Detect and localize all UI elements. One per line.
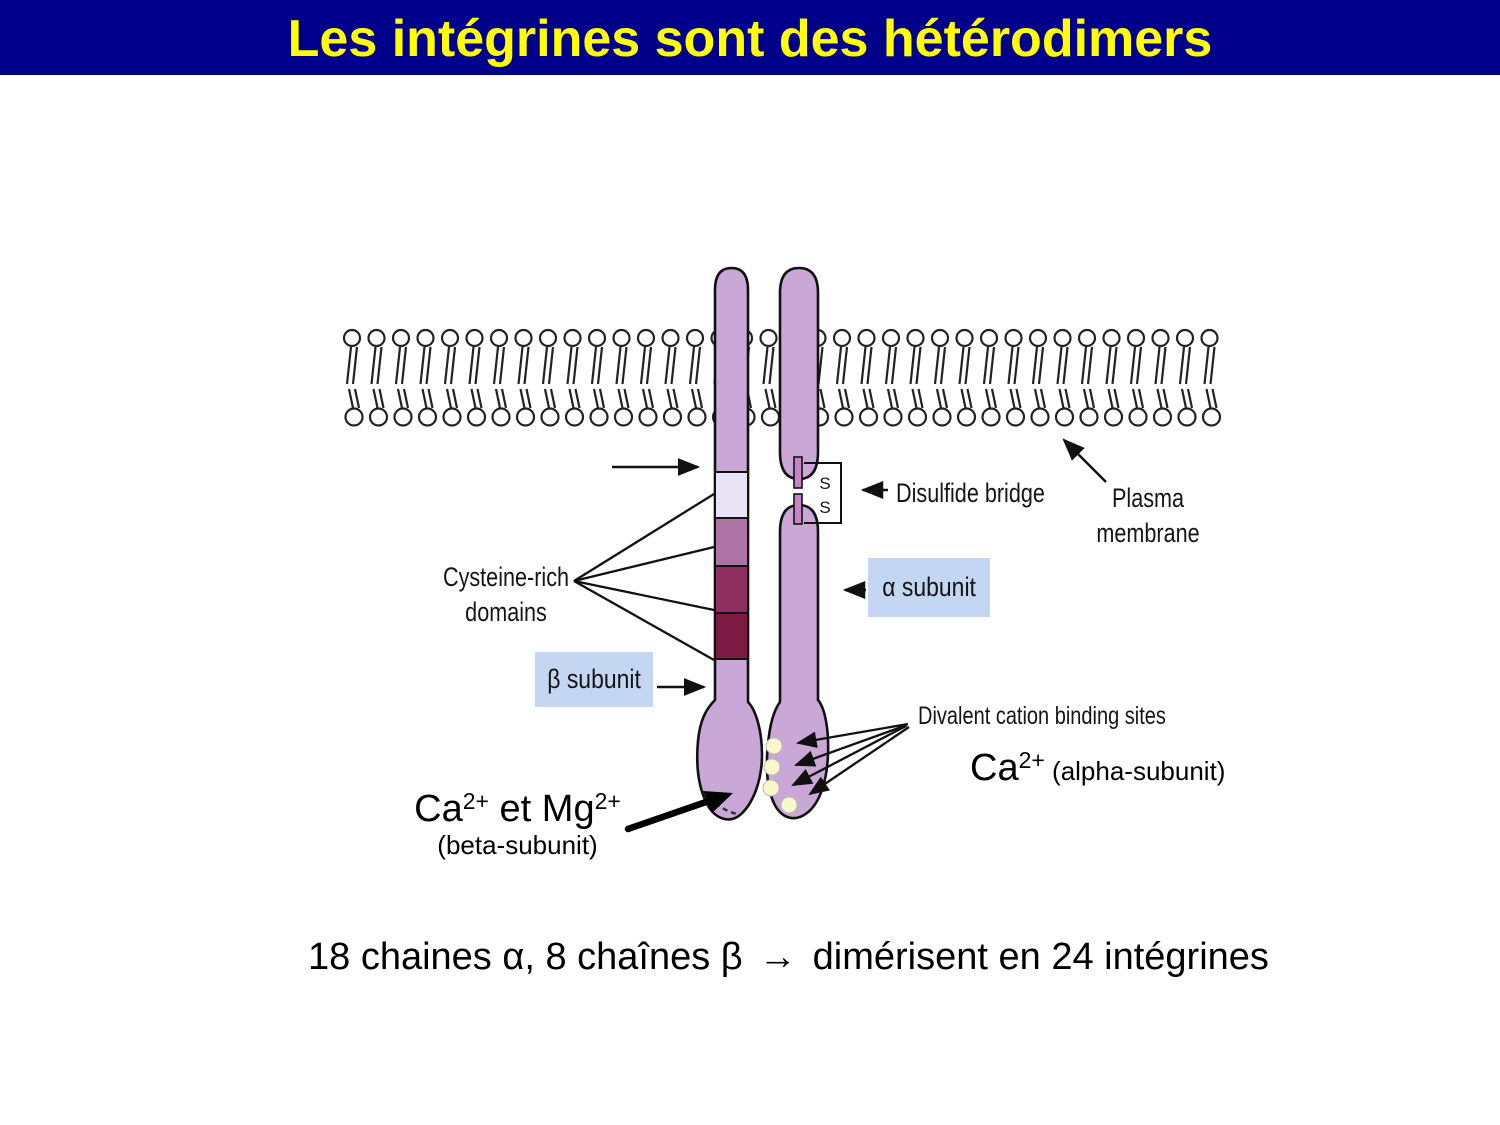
footer-text: 18 chaines α, 8 chaînes β → dimérisent en …	[308, 936, 1269, 979]
beta-subunit-note: (beta-subunit)	[437, 830, 598, 860]
divalent-cation-binding-sites-label: Divalent cation binding sites	[918, 702, 1166, 730]
alpha-subunit-box-label: α subunit	[882, 572, 976, 602]
footer-part2: dimérisent en 24 intégrines	[812, 936, 1269, 978]
disulfide-bond-top	[793, 456, 803, 489]
s-letter-top: S	[819, 474, 830, 493]
plasma-membrane-label: Plasma membrane	[1096, 483, 1200, 548]
alpha-subunit-box: α subunit	[868, 558, 990, 617]
cysteine-fan-lines	[573, 493, 715, 662]
disulfide-bracket	[804, 462, 842, 524]
binding-site-4	[780, 796, 798, 814]
divalent-fan-arrows	[791, 722, 910, 796]
right-arrow-glyph: →	[758, 936, 797, 978]
arrow-plasma-membrane	[1062, 438, 1107, 483]
beta-subunit-box-label: β subunit	[547, 664, 641, 694]
binding-site-3	[762, 779, 780, 797]
footer-part1: 18 chaines α, 8 chaînes β	[308, 936, 743, 978]
beta-subunit-box: β subunit	[535, 652, 653, 707]
cysteine-rich-domains-label: Cysteine-rich domains	[442, 562, 570, 627]
cysteine-segment-4	[714, 612, 749, 660]
cysteine-segment-2	[714, 517, 749, 567]
binding-site-1	[765, 737, 783, 755]
cysteine-segment-3	[714, 565, 749, 614]
binding-site-2	[763, 758, 781, 776]
ca-mg-annotation: Ca2+ et Mg2+ (beta-subunit)	[405, 788, 630, 860]
alpha-subunit-upper-shape	[778, 266, 820, 481]
disulfide-bond-bottom	[793, 493, 803, 525]
s-letter-bottom: S	[819, 498, 830, 517]
ca-alpha-annotation: Ca2+ (alpha-subunit)	[970, 747, 1226, 789]
slide-title: Les intégrines sont des hétérodimers	[287, 10, 1213, 68]
ca-mg-thick-arrow	[624, 791, 733, 833]
cysteine-segment-1	[714, 471, 749, 519]
disulfide-bridge-label: Disulfide bridge	[896, 478, 1045, 508]
slide-header-bar: Les intégrines sont des hétérodimers	[0, 0, 1500, 75]
plasma-membrane-bilayer	[342, 328, 1222, 427]
